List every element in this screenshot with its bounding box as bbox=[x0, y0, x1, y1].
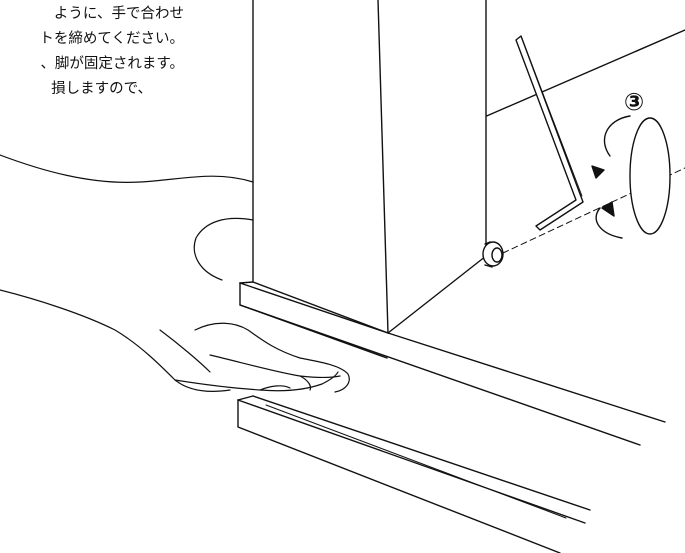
floor-plank bbox=[237, 395, 591, 553]
axis-dashed-line bbox=[502, 167, 685, 254]
rotation-indicator bbox=[591, 115, 671, 239]
base-rail bbox=[239, 281, 666, 446]
instruction-line-1: ように、手で合わせ bbox=[53, 6, 184, 22]
instruction-text: ように、手で合わせ トを締めてください。 、脚が固定されます。 損しますので、 bbox=[0, 2, 190, 122]
hand-illustration bbox=[0, 154, 350, 393]
instruction-line-2: トを締めてください。 bbox=[39, 31, 184, 47]
instruction-line-3: 、脚が固定されます。 bbox=[40, 56, 184, 72]
step-number-label: ③ bbox=[623, 88, 645, 116]
instruction-line-4: 損しますので、 bbox=[51, 81, 152, 97]
piano-leg bbox=[252, 0, 487, 334]
hex-key-tool bbox=[515, 35, 584, 231]
bolt-knob bbox=[482, 241, 504, 268]
